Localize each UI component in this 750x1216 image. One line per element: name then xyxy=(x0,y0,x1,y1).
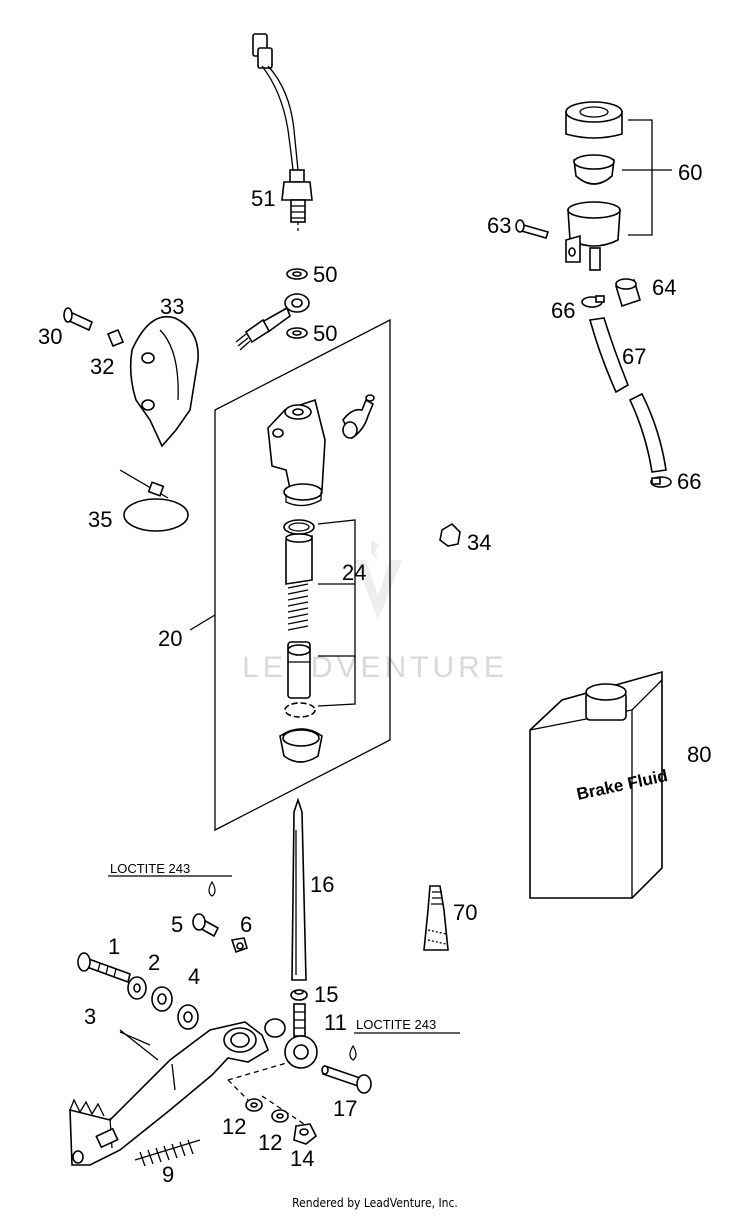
label-30: 30 xyxy=(38,324,62,349)
watermark-text: LEADVENTURE xyxy=(242,651,508,684)
loctite-note-left: LOCTITE 243 xyxy=(110,861,190,876)
label-4: 4 xyxy=(188,964,200,989)
label-50-bottom: 50 xyxy=(313,321,337,346)
label-3: 3 xyxy=(84,1004,96,1029)
sleeve-64 xyxy=(615,278,641,308)
assembly-frame-20 xyxy=(214,318,391,832)
bolt-30 xyxy=(63,307,94,332)
label-24: 24 xyxy=(342,560,366,585)
loctite-drop-right xyxy=(349,1044,357,1061)
loctite-drop-left xyxy=(208,880,216,897)
label-6: 6 xyxy=(240,912,252,937)
master-cylinder-body xyxy=(267,398,326,507)
banjo-fitting-50 xyxy=(235,268,310,351)
loctite-note-right: LOCTITE 243 xyxy=(356,1017,436,1032)
label-2: 2 xyxy=(148,950,160,975)
nut-6 xyxy=(230,937,248,954)
label-11: 11 xyxy=(324,1010,347,1035)
label-35: 35 xyxy=(88,507,112,532)
label-34: 34 xyxy=(467,530,491,555)
label-33: 33 xyxy=(160,294,184,319)
label-16: 16 xyxy=(310,872,334,897)
grommet-34 xyxy=(439,522,461,547)
label-66-top: 66 xyxy=(551,298,575,323)
screw-63 xyxy=(515,219,550,239)
brake-light-switch-51 xyxy=(252,33,313,232)
cover-33 xyxy=(129,316,199,448)
label-66-bottom: 66 xyxy=(677,469,701,494)
label-9: 9 xyxy=(162,1162,174,1187)
label-5: 5 xyxy=(171,912,183,937)
label-1: 1 xyxy=(108,934,120,959)
label-50-top: 50 xyxy=(313,262,337,287)
label-80: 80 xyxy=(687,742,711,767)
hose-elbow-fitting xyxy=(342,394,375,440)
label-64: 64 xyxy=(652,275,676,300)
repair-kit-24 xyxy=(279,519,323,763)
clevis-11 xyxy=(284,1003,318,1069)
label-67: 67 xyxy=(622,344,646,369)
hose-clamp-66a xyxy=(581,295,605,308)
washer-12b xyxy=(271,1109,289,1123)
return-spring-9 xyxy=(134,1139,201,1167)
label-12-left: 12 xyxy=(222,1114,246,1139)
nut-15 xyxy=(290,989,308,1001)
hose-67 xyxy=(588,317,667,473)
label-20: 20 xyxy=(158,626,182,651)
label-14: 14 xyxy=(290,1146,314,1171)
hose-clamp-66b xyxy=(650,476,672,488)
bushing-4b xyxy=(177,1004,199,1030)
label-51: 51 xyxy=(251,186,275,211)
label-17: 17 xyxy=(333,1096,357,1121)
label-32: 32 xyxy=(90,354,114,379)
cable-tie-35 xyxy=(119,469,189,532)
brake-fluid-can-80 xyxy=(529,670,663,899)
bolt-1 xyxy=(77,952,131,984)
label-70: 70 xyxy=(453,900,477,925)
label-60: 60 xyxy=(678,160,702,185)
label-15: 15 xyxy=(314,982,338,1007)
screw-5 xyxy=(192,913,220,938)
washer-12a xyxy=(245,1098,263,1112)
label-12-right: 12 xyxy=(258,1130,282,1155)
bolt-17 xyxy=(321,1064,372,1094)
nut-32 xyxy=(106,328,125,348)
nut-14 xyxy=(293,1123,318,1145)
label-63: 63 xyxy=(487,213,511,238)
washer-2 xyxy=(127,976,147,1000)
reservoir-cap-60 xyxy=(565,101,623,271)
loctite-tube-70 xyxy=(423,885,449,951)
footer-credit: Rendered by LeadVenture, Inc. xyxy=(292,1196,458,1210)
brake-pedal-3 xyxy=(69,1018,286,1166)
bushing-4a xyxy=(151,986,173,1012)
push-rod-16 xyxy=(291,797,307,981)
